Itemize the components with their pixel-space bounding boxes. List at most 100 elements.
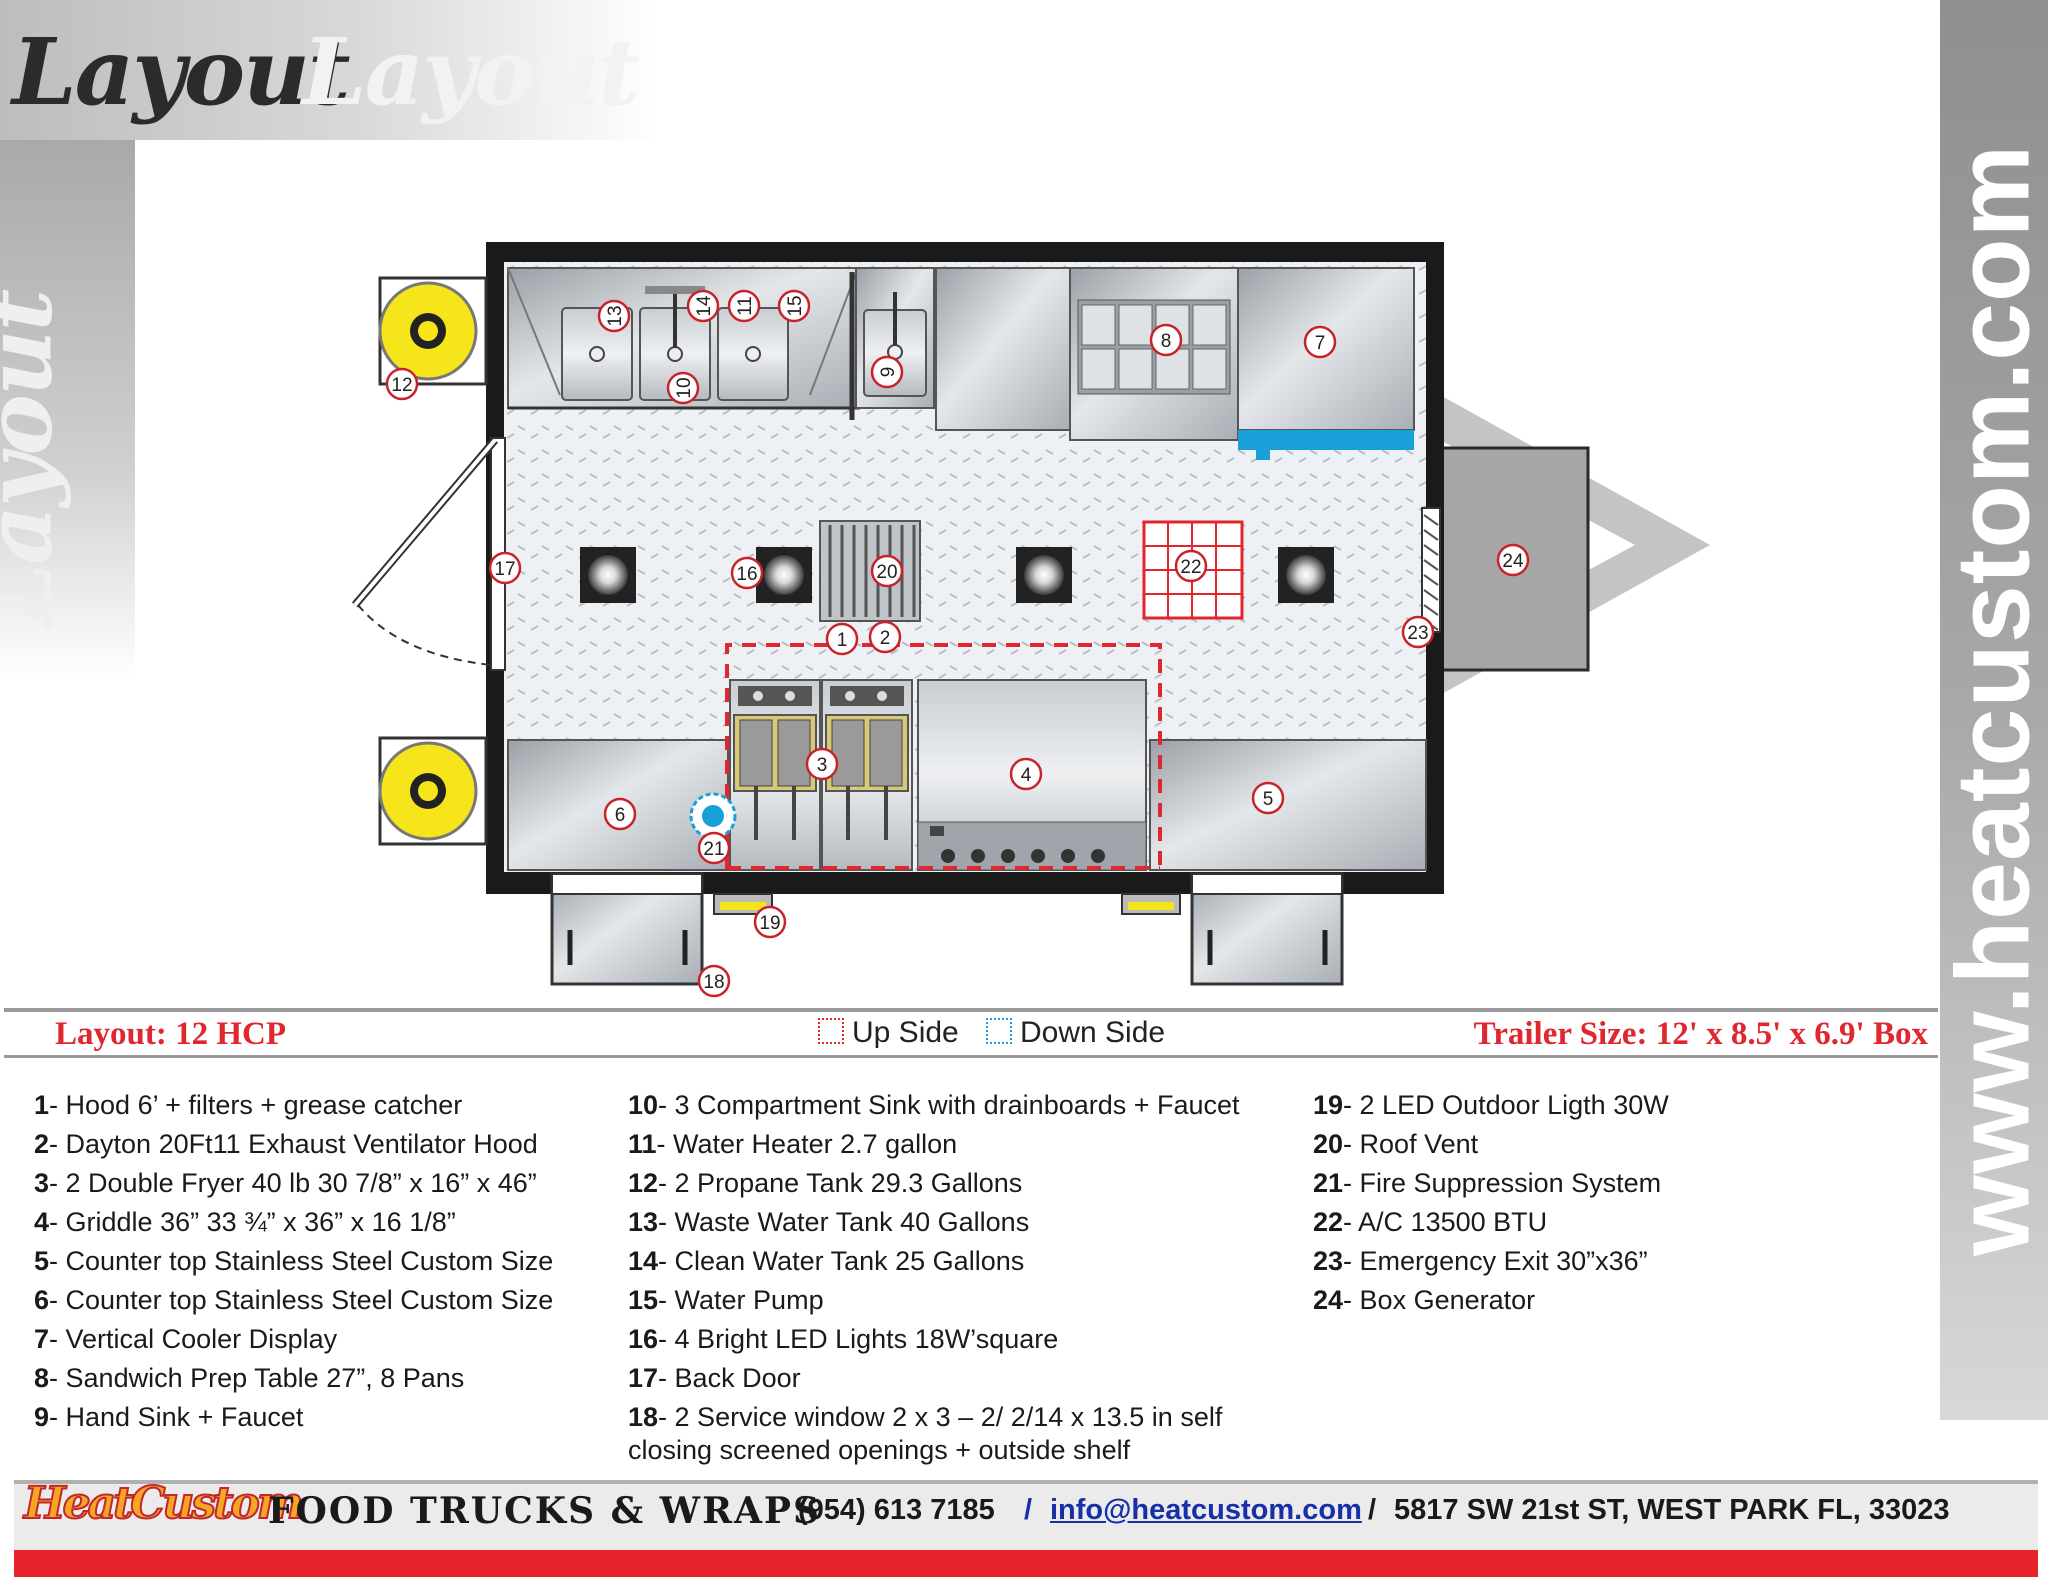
svg-text:21: 21 [703, 839, 724, 860]
equipment-item: 16- 4 Bright LED Lights 18W’square [628, 1320, 1240, 1359]
equipment-item: 7- Vertical Cooler Display [34, 1320, 553, 1359]
equipment-item: 3- 2 Double Fryer 40 lb 30 7/8” x 16” x … [34, 1164, 553, 1203]
svg-text:13: 13 [605, 305, 626, 326]
callout-13: 13 [597, 299, 631, 333]
item-text: closing screened openings + outside shel… [628, 1435, 1131, 1465]
equipment-item: 12- 2 Propane Tank 29.3 Gallons [628, 1164, 1240, 1203]
separator-slash: / [1024, 1494, 1033, 1526]
divider-top [4, 1008, 1938, 1012]
equipment-item: 17- Back Door [628, 1359, 1240, 1398]
equipment-item: 21- Fire Suppression System [1313, 1164, 1669, 1203]
equipment-item: closing screened openings + outside shel… [628, 1431, 1240, 1470]
svg-text:2: 2 [880, 628, 891, 649]
equipment-item: 22- A/C 13500 BTU [1313, 1203, 1669, 1242]
hood-outline [725, 643, 1162, 870]
callout-19: 19 [753, 905, 787, 939]
item-number: 3 [34, 1168, 50, 1198]
item-number: 21 [1313, 1168, 1344, 1198]
item-number: 13 [628, 1207, 659, 1237]
divider-bottom [4, 1055, 1938, 1058]
item-text: - Hood 6’ + filters + grease catcher [49, 1090, 463, 1120]
svg-text:11: 11 [735, 296, 756, 316]
equipment-item: 1- Hood 6’ + filters + grease catcher [34, 1086, 553, 1125]
footer-accent [14, 1550, 2038, 1577]
equipment-list-2: 10- 3 Compartment Sink with drainboards … [628, 1086, 1240, 1470]
item-text: - Vertical Cooler Display [49, 1324, 338, 1354]
item-number: 8 [34, 1363, 50, 1393]
item-text: - Water Pump [658, 1285, 824, 1315]
brand-logo[interactable]: HeatCustom [23, 1477, 304, 1530]
svg-text:16: 16 [736, 564, 757, 585]
propane-tank-bottom [378, 736, 488, 846]
trailer-tongue [1440, 395, 1710, 695]
website-text[interactable]: www.heatcustom.com [1935, 143, 2048, 1257]
double-fryer-1 [729, 679, 821, 871]
item-text: - Counter top Stainless Steel Custom Siz… [49, 1246, 554, 1276]
equipment-item: 13- Waste Water Tank 40 Gallons [628, 1203, 1240, 1242]
callout-22: 22 [1174, 549, 1208, 583]
item-text: - 2 Service window 2 x 3 – 2/ 2/14 x 13.… [658, 1402, 1223, 1432]
svg-text:20: 20 [876, 562, 897, 583]
sandwich-prep-table [1069, 267, 1239, 441]
svg-text:15: 15 [785, 295, 806, 316]
item-text: - 4 Bright LED Lights 18W’square [658, 1324, 1059, 1354]
service-shelf-left [550, 872, 704, 986]
equipment-item: 2- Dayton 20Ft11 Exhaust Ventilator Hood [34, 1125, 553, 1164]
header-banner [0, 0, 660, 140]
svg-text:18: 18 [703, 972, 724, 993]
side-banner [0, 140, 135, 680]
callout-16: 16 [730, 556, 764, 590]
website-band [1940, 0, 2048, 1420]
trailer-size: Trailer Size: 12' x 8.5' x 6.9' Box [1473, 1016, 1928, 1052]
vertical-cooler [1237, 267, 1415, 460]
item-number: 5 [34, 1246, 50, 1276]
svg-text:14: 14 [694, 295, 715, 317]
counter-right [1149, 739, 1427, 871]
item-text: - Hand Sink + Faucet [49, 1402, 304, 1432]
equipment-item: 4- Griddle 36” 33 ¾” x 36” x 16 1/8” [34, 1203, 553, 1242]
equipment-item: 8- Sandwich Prep Table 27”, 8 Pans [34, 1359, 553, 1398]
equipment-item: 24- Box Generator [1313, 1281, 1669, 1320]
item-text: - Waste Water Tank 40 Gallons [658, 1207, 1030, 1237]
svg-text:19: 19 [759, 913, 780, 934]
hand-sink [849, 267, 935, 420]
item-text: - Griddle 36” 33 ¾” x 36” x 16 1/8” [49, 1207, 456, 1237]
svg-text:22: 22 [1180, 557, 1201, 578]
service-shelf-right [1190, 872, 1344, 986]
svg-text:7: 7 [1315, 333, 1326, 354]
callout-4: 4 [1009, 757, 1043, 791]
item-number: 16 [628, 1324, 659, 1354]
item-number: 22 [1313, 1207, 1344, 1237]
callout-23: 23 [1401, 615, 1435, 649]
svg-text:23: 23 [1407, 623, 1428, 644]
email-link[interactable]: info@heatcustom.com [1050, 1494, 1362, 1526]
svg-text:10: 10 [674, 377, 695, 398]
callout-15: 15 [777, 289, 811, 323]
item-text: - Emergency Exit 30”x36” [1343, 1246, 1648, 1276]
svg-text:5: 5 [1263, 789, 1274, 810]
item-number: 19 [1313, 1090, 1344, 1120]
svg-text:6: 6 [615, 805, 626, 826]
phone-number[interactable]: (954) 613 7185 [798, 1494, 995, 1526]
item-number: 2 [34, 1129, 50, 1159]
svg-text:17: 17 [494, 559, 515, 580]
item-number: 23 [1313, 1246, 1344, 1276]
equipment-item: 20- Roof Vent [1313, 1125, 1669, 1164]
svg-text:4: 4 [1021, 765, 1032, 786]
fire-suppression [689, 792, 737, 840]
separator-slash: / [1368, 1494, 1377, 1526]
item-number: 1 [34, 1090, 50, 1120]
callout-21: 21 [697, 831, 731, 865]
outdoor-light-right [1121, 893, 1181, 915]
item-text: - Box Generator [1343, 1285, 1536, 1315]
equipment-item: 11- Water Heater 2.7 gallon [628, 1125, 1240, 1164]
callout-7: 7 [1303, 325, 1337, 359]
callout-11: 11 [727, 289, 761, 323]
svg-text:24: 24 [1502, 551, 1524, 572]
callout-9: 9 [870, 355, 904, 389]
equipment-item: 18- 2 Service window 2 x 3 – 2/ 2/14 x 1… [628, 1398, 1240, 1437]
callout-5: 5 [1251, 781, 1285, 815]
